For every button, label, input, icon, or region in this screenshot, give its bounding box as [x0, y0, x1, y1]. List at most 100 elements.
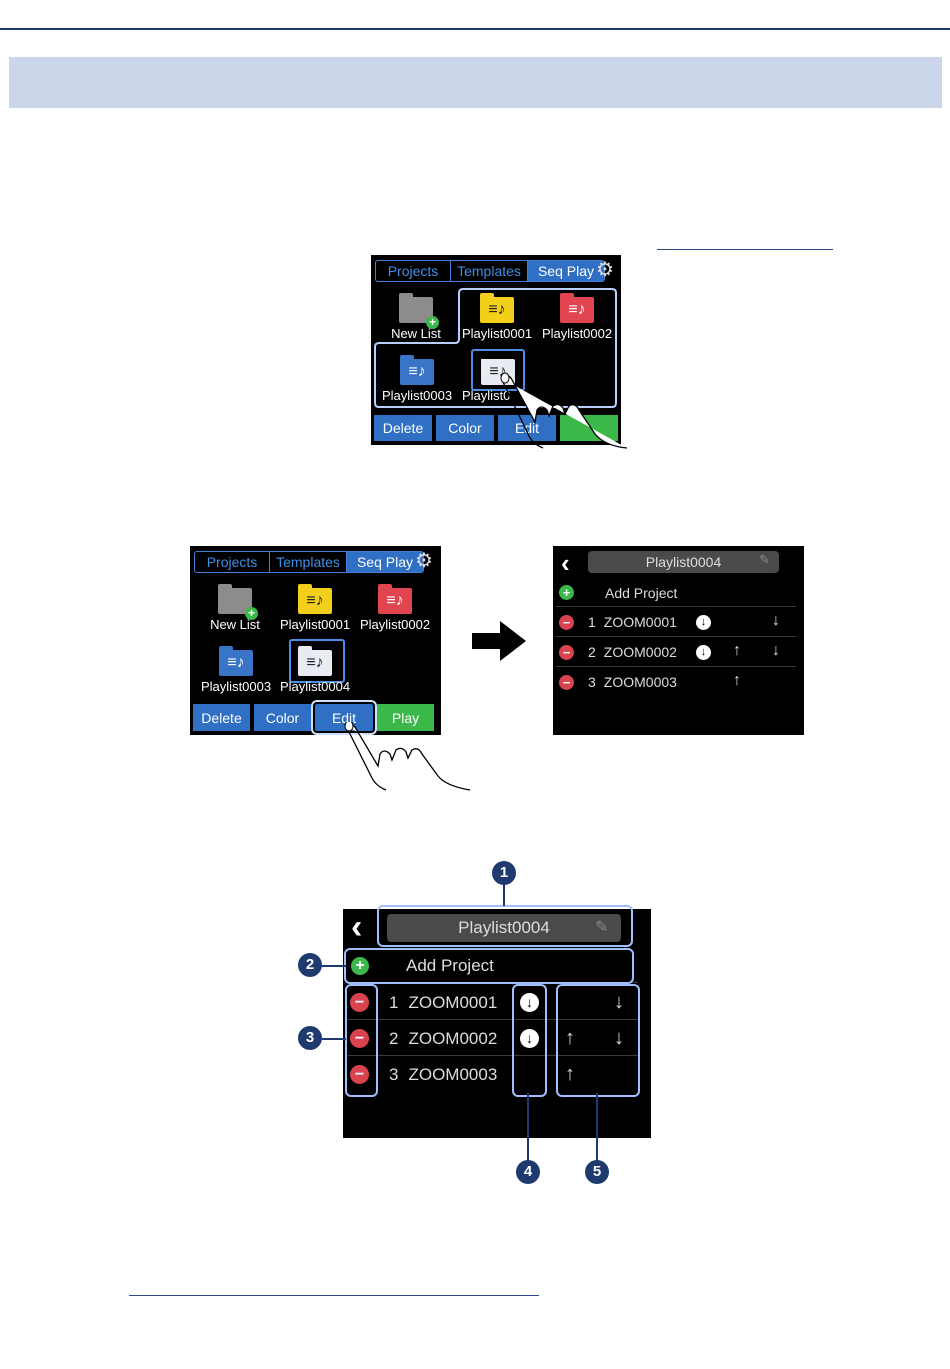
arrow-down-icon[interactable]: ↓ — [772, 642, 780, 659]
pencil-icon: ✎ — [759, 552, 770, 567]
callout-5: 5 — [585, 1160, 609, 1184]
tab-projects[interactable]: Projects — [195, 552, 270, 572]
seq-play-screen-1: Projects Templates Seq Play ⚙ + New List… — [371, 255, 621, 445]
link-underline[interactable] — [657, 249, 833, 250]
back-icon[interactable]: ‹ — [351, 909, 363, 946]
add-project-row[interactable]: + Add Project — [556, 579, 796, 607]
top-rule — [0, 28, 950, 30]
tile-label: Playlist0002 — [360, 617, 431, 632]
playlist-title: Playlist0004 — [458, 918, 550, 937]
playlist-title: Playlist0004 — [645, 554, 722, 570]
edit-button[interactable]: Edit — [498, 415, 556, 441]
tile-playlist-0001[interactable]: ≡♪ Playlist0001 — [280, 584, 351, 632]
tab-bar: Projects Templates Seq Play — [375, 260, 605, 282]
row-index: 2 — [389, 1028, 399, 1048]
remove-icon[interactable]: − — [350, 1029, 369, 1048]
playlist-icon: ≡♪ — [400, 355, 434, 385]
tile-label: Playlist0003 — [382, 388, 453, 403]
play-button[interactable]: Play — [377, 704, 434, 731]
tile-playlist-0002[interactable]: ≡♪ Playlist0002 — [542, 293, 613, 341]
tile-playlist-0003[interactable]: ≡♪ Playlist0003 — [201, 646, 271, 694]
folder-icon: + — [399, 293, 439, 329]
tile-label: Playlist0001 — [280, 617, 351, 632]
arrow-down-icon[interactable]: ↓ — [772, 612, 780, 629]
add-project-label: Add Project — [605, 584, 678, 601]
tile-playlist-0003[interactable]: ≡♪ Playlist0003 — [382, 355, 453, 403]
callout-3: 3 — [298, 1026, 322, 1050]
row-name: ZOOM0002 — [603, 644, 677, 660]
tile-label: Playlist0002 — [542, 326, 613, 341]
move-bottom-icon[interactable]: ↓ — [520, 1029, 539, 1048]
tile-playlist-0001[interactable]: ≡♪ Playlist0001 — [462, 293, 533, 341]
row-name: ZOOM0003 — [408, 1064, 498, 1084]
move-bottom-icon[interactable]: ↓ — [520, 993, 539, 1012]
move-bottom-icon[interactable]: ↓ — [696, 644, 711, 660]
project-row: − 2 ZOOM0002 ↓ ↑ ↓ — [348, 1022, 638, 1056]
playlist-edit-screen-large: ‹ Playlist0004 ✎ + Add Project − 1 ZOOM0… — [343, 909, 651, 1138]
add-icon[interactable]: + — [351, 957, 369, 975]
row-name: ZOOM0001 — [603, 614, 677, 630]
gear-icon[interactable]: ⚙ — [415, 550, 433, 572]
bottom-button-bar: Delete Color Edit Play — [193, 700, 434, 735]
plus-icon: + — [426, 316, 439, 329]
tile-label: New List — [391, 326, 441, 341]
playlist-icon: ≡♪ — [480, 293, 514, 323]
hand-pointer-icon — [500, 372, 628, 449]
title-field-highlight — [377, 905, 633, 947]
delete-button[interactable]: Delete — [374, 415, 432, 441]
arrow-up-icon[interactable]: ↑ — [565, 1027, 575, 1049]
remove-icon[interactable]: − — [559, 644, 574, 660]
tile-new-list[interactable]: + New List — [383, 293, 449, 341]
tile-playlist-0004[interactable]: ≡♪ Playlist0004 — [280, 646, 351, 694]
multi-select-outline — [374, 288, 617, 408]
bottom-button-bar: Delete Color Edit — [374, 415, 618, 441]
row-index: 3 — [588, 674, 596, 690]
row-name: ZOOM0001 — [408, 992, 498, 1012]
remove-icon[interactable]: − — [350, 1065, 369, 1084]
tile-label: Playlist0004 — [280, 679, 351, 694]
remove-icon[interactable]: − — [559, 614, 574, 630]
remove-icon[interactable]: − — [350, 993, 369, 1012]
tab-seq-play[interactable]: Seq Play — [528, 261, 604, 281]
move-up-down-buttons-highlight — [556, 984, 640, 1097]
row-index: 1 — [588, 614, 596, 630]
tab-projects[interactable]: Projects — [376, 261, 451, 281]
delete-button[interactable]: Delete — [193, 704, 250, 731]
color-button[interactable]: Color — [436, 415, 494, 441]
folder-icon: + — [218, 584, 258, 620]
callout-line — [322, 1038, 346, 1040]
color-button[interactable]: Color — [254, 704, 311, 731]
gear-icon[interactable]: ⚙ — [596, 259, 614, 281]
add-project-highlight — [344, 948, 634, 984]
project-row: − 3 ZOOM0003 ↑ — [556, 668, 796, 696]
playlist-title-field[interactable]: Playlist0004 — [588, 551, 779, 573]
selection-frame — [289, 639, 345, 683]
tab-templates[interactable]: Templates — [451, 261, 528, 281]
tab-templates[interactable]: Templates — [270, 552, 347, 572]
link-underline-bottom[interactable] — [129, 1295, 539, 1296]
arrow-up-icon[interactable]: ↑ — [733, 672, 741, 689]
arrow-up-icon[interactable]: ↑ — [733, 642, 741, 659]
tab-seq-play[interactable]: Seq Play — [347, 552, 423, 572]
playlist-icon: ≡♪ — [560, 293, 594, 323]
playlist-title-field[interactable]: Playlist0004 — [387, 914, 621, 942]
project-row: − 1 ZOOM0001 ↓ ↓ — [556, 608, 796, 637]
add-icon[interactable]: + — [559, 585, 574, 600]
callout-4: 4 — [516, 1160, 540, 1184]
playlist-icon: ≡♪ — [298, 646, 332, 676]
back-icon[interactable]: ‹ — [561, 548, 570, 578]
tile-new-list[interactable]: + New List — [202, 584, 268, 632]
move-bottom-icon[interactable]: ↓ — [696, 614, 711, 630]
arrow-down-icon[interactable]: ↓ — [614, 991, 624, 1013]
playlist-edit-screen-small: ‹ Playlist0004 ✎ + Add Project − 1 ZOOM0… — [553, 546, 804, 735]
tile-label: Playlist0001 — [462, 326, 533, 341]
project-row: − 2 ZOOM0002 ↓ ↑ ↓ — [556, 638, 796, 667]
arrow-down-icon[interactable]: ↓ — [614, 1027, 624, 1049]
play-button[interactable] — [560, 415, 618, 441]
playlist-icon: ≡♪ — [378, 584, 412, 614]
arrow-up-icon[interactable]: ↑ — [565, 1063, 575, 1085]
callout-line — [503, 884, 505, 906]
remove-icon[interactable]: − — [559, 674, 574, 690]
tile-playlist-0002[interactable]: ≡♪ Playlist0002 — [360, 584, 431, 632]
add-project-label: Add Project — [406, 956, 494, 975]
